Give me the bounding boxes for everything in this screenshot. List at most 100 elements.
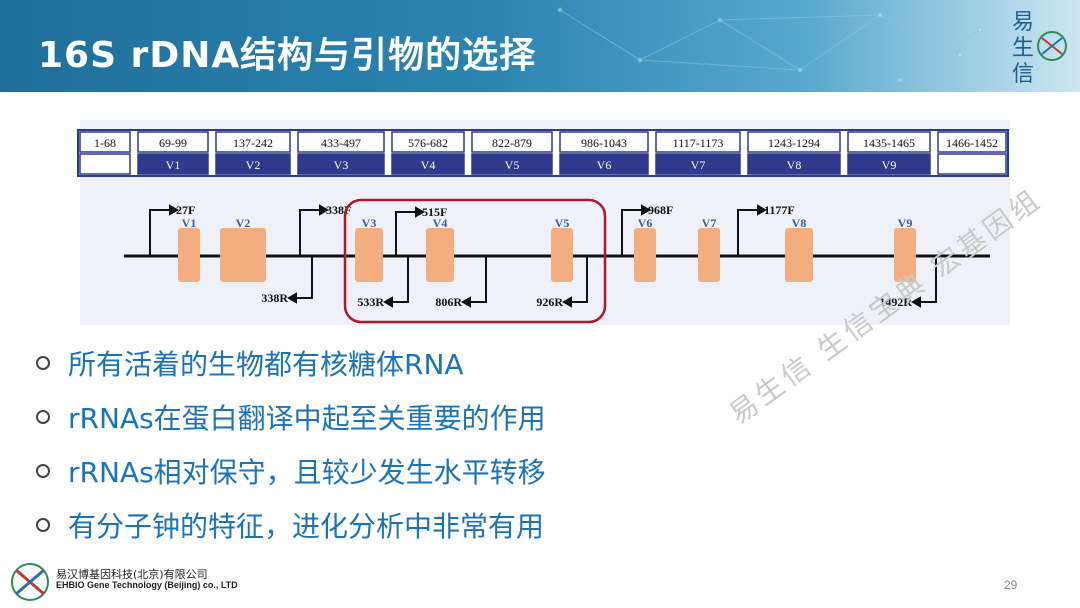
variable-region-box (355, 228, 383, 282)
reverse-primer-arrow (916, 256, 937, 303)
table-region-label: V8 (787, 158, 802, 172)
reverse-primer-label: 533R (357, 295, 384, 309)
variable-region-box (426, 228, 454, 282)
table-range-label: 137-242 (233, 136, 273, 150)
table-range-cell (655, 131, 741, 153)
table-region-label: V7 (691, 158, 706, 172)
arrowhead-icon (757, 204, 768, 216)
table-region-cell (937, 153, 1007, 175)
reverse-primer-arrow (388, 256, 409, 303)
forward-primer-arrow (395, 211, 420, 256)
table-range-cell (847, 131, 931, 153)
reverse-primer-label: 926R (536, 295, 563, 309)
table-region-cell (747, 153, 841, 175)
page-number: 29 (1004, 578, 1018, 592)
variable-region-box (698, 228, 720, 282)
arrowhead-icon (319, 204, 330, 216)
table-region-cell (137, 153, 209, 175)
reverse-primer-label: 806R (435, 295, 462, 309)
forward-primer-arrow (149, 209, 174, 256)
table-range-cell (559, 131, 649, 153)
variable-region-box (220, 228, 266, 282)
table-region-label: V1 (166, 158, 181, 172)
arrowhead-icon (910, 296, 921, 308)
table-range-cell (79, 131, 131, 153)
variable-region-label: V4 (433, 216, 448, 230)
reverse-primer-arrow (567, 256, 588, 303)
variable-region-label: V1 (182, 216, 197, 230)
table-region-label: V4 (421, 158, 436, 172)
variable-region-box (178, 228, 200, 282)
table-range-label: 1466-1452 (946, 136, 998, 150)
table-range-cell (215, 131, 291, 153)
arrowhead-icon (286, 292, 297, 304)
table-region-label: V3 (334, 158, 349, 172)
table-range-cell (747, 131, 841, 153)
table-region-cell (391, 153, 465, 175)
reverse-primer-arrow (292, 256, 313, 299)
arrowhead-icon (415, 206, 426, 218)
table-range-label: 576-682 (408, 136, 448, 150)
bullet-item: rRNAs在蛋白翻译中起至关重要的作用 (36, 397, 546, 437)
brand-char: 信 (1012, 62, 1035, 87)
bullet-text: rRNAs相对保守，且较少发生水平转移 (68, 456, 546, 489)
variable-region-label: V6 (638, 216, 653, 230)
arrowhead-icon (460, 296, 471, 308)
table-range-label: 986-1043 (581, 136, 627, 150)
forward-primer-label: 338F (326, 203, 351, 217)
bullet-text: 有分子钟的特征，进化分析中非常有用 (68, 510, 545, 543)
table-range-label: 1117-1173 (673, 136, 724, 150)
table-range-cell (137, 131, 209, 153)
variable-region-label: V3 (362, 216, 377, 230)
variable-region-box (634, 228, 656, 282)
table-region-cell (655, 153, 741, 175)
variable-region-box (785, 228, 813, 282)
forward-primer-label: 27F (176, 203, 195, 217)
table-region-label: V5 (505, 158, 520, 172)
arrowhead-icon (169, 204, 180, 216)
table-range-label: 1243-1294 (768, 136, 820, 150)
bullet-text: rRNAs在蛋白翻译中起至关重要的作用 (68, 402, 546, 435)
table-range-label: 433-497 (321, 136, 361, 150)
forward-primer-arrow (737, 209, 762, 256)
variable-region-box (894, 228, 916, 282)
variable-region-label: V5 (555, 216, 570, 230)
brand-dna-icon (1037, 31, 1067, 61)
table-region-label: V9 (882, 158, 897, 172)
highlight-box-v3-v5 (343, 198, 607, 324)
forward-primer-arrow (621, 209, 646, 256)
forward-primer-label: 968F (648, 203, 673, 217)
brand-logo: 易 生 信 (1008, 4, 1068, 90)
company-logo-icon (11, 563, 49, 601)
forward-primer-arrow (299, 209, 324, 256)
table-range-cell (471, 131, 553, 153)
table-region-label: V6 (597, 158, 612, 172)
bullet-icon (36, 518, 50, 532)
header-banner: 16S rDNA结构与引物的选择 易 生 信 (0, 0, 1080, 92)
bullet-icon (36, 356, 50, 370)
arrowhead-icon (561, 296, 572, 308)
table-region-cell (297, 153, 385, 175)
table-range-label: 822-879 (492, 136, 532, 150)
company-name-en: EHBIO Gene Technology (Beijing) co., LTD (56, 580, 238, 590)
arrowhead-icon (382, 296, 393, 308)
forward-primer-label: 515F (422, 205, 447, 219)
table-region-label: V2 (246, 158, 261, 172)
reverse-primer-label: 1492R (879, 295, 912, 309)
reverse-primer-label: 338R (261, 291, 288, 305)
bullet-text: 所有活着的生物都有核糖体RNA (68, 348, 464, 381)
table-region-cell (79, 153, 131, 175)
table-region-cell (559, 153, 649, 175)
table-region-cell (215, 153, 291, 175)
forward-primer-label: 1177F (764, 203, 795, 217)
bullet-item: 有分子钟的特征，进化分析中非常有用 (36, 505, 544, 545)
bullet-icon (36, 410, 50, 424)
table-range-cell (937, 131, 1007, 153)
variable-region-label: V7 (702, 216, 717, 230)
table-region-cell (471, 153, 553, 175)
brand-char: 生 (1012, 36, 1035, 61)
table-range-label: 1-68 (94, 136, 116, 150)
table-range-cell (297, 131, 385, 153)
variable-region-label: V2 (236, 216, 251, 230)
